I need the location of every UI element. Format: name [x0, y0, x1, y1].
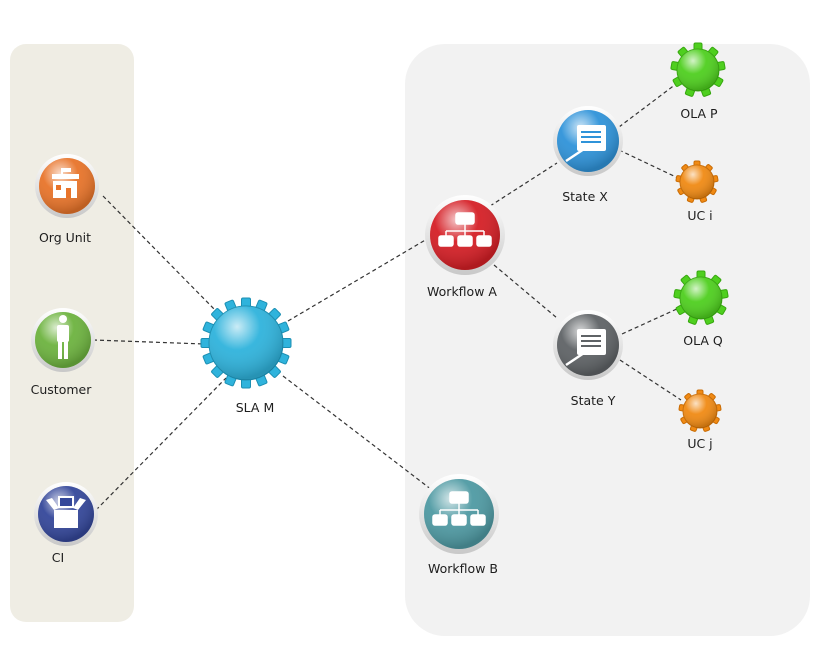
ola-p-label: OLA P — [680, 106, 718, 121]
ci-label: CI — [52, 550, 64, 565]
node-sla-m[interactable]: SLA M — [200, 297, 292, 415]
node-workflow-b[interactable]: Workflow B — [419, 474, 499, 576]
node-org-unit[interactable]: Org Unit — [35, 154, 99, 245]
person-icon — [57, 315, 69, 359]
workflow-b-label: Workflow B — [428, 561, 498, 576]
connectors — [92, 83, 682, 511]
node-state-y[interactable]: State Y — [553, 310, 623, 408]
state-y-label: State Y — [571, 393, 616, 408]
node-ola-q[interactable]: OLA Q — [673, 270, 729, 348]
document-pen-icon — [565, 329, 606, 367]
connector-ci-sla — [95, 377, 227, 511]
sla-m-label: SLA M — [236, 400, 275, 415]
node-customer[interactable]: Customer — [31, 308, 95, 397]
node-workflow-a[interactable]: Workflow A — [425, 195, 505, 299]
ola-q-label: OLA Q — [683, 333, 723, 348]
uc-j-label: UC j — [687, 436, 712, 451]
connector-state-x-uc-i — [618, 149, 679, 179]
connector-sla-workflow-a — [287, 238, 428, 322]
org-unit-label: Org Unit — [39, 230, 91, 245]
node-uc-i[interactable]: UC i — [675, 160, 719, 223]
uc-i-label: UC i — [687, 208, 712, 223]
box-icon — [46, 496, 86, 528]
connector-customer-sla — [92, 339, 205, 345]
connector-state-y-ola-q — [621, 307, 680, 335]
node-state-x[interactable]: State X — [553, 106, 623, 204]
connector-sla-workflow-b — [282, 375, 433, 491]
connector-state-x-ola-p — [618, 83, 677, 128]
workflow-a-label: Workflow A — [427, 284, 497, 299]
node-ci[interactable]: CI — [34, 482, 98, 565]
hierarchy-icon — [432, 491, 486, 526]
state-x-label: State X — [562, 189, 608, 204]
building-icon — [52, 168, 79, 198]
document-pen-icon — [565, 125, 606, 163]
connector-org-unit-sla — [102, 195, 217, 312]
connector-state-y-uc-j — [619, 359, 682, 401]
node-ola-p[interactable]: OLA P — [670, 42, 726, 121]
hierarchy-icon — [438, 212, 492, 247]
connector-workflow-a-state-x — [489, 162, 558, 207]
customer-label: Customer — [31, 382, 93, 397]
node-uc-j[interactable]: UC j — [678, 389, 722, 451]
